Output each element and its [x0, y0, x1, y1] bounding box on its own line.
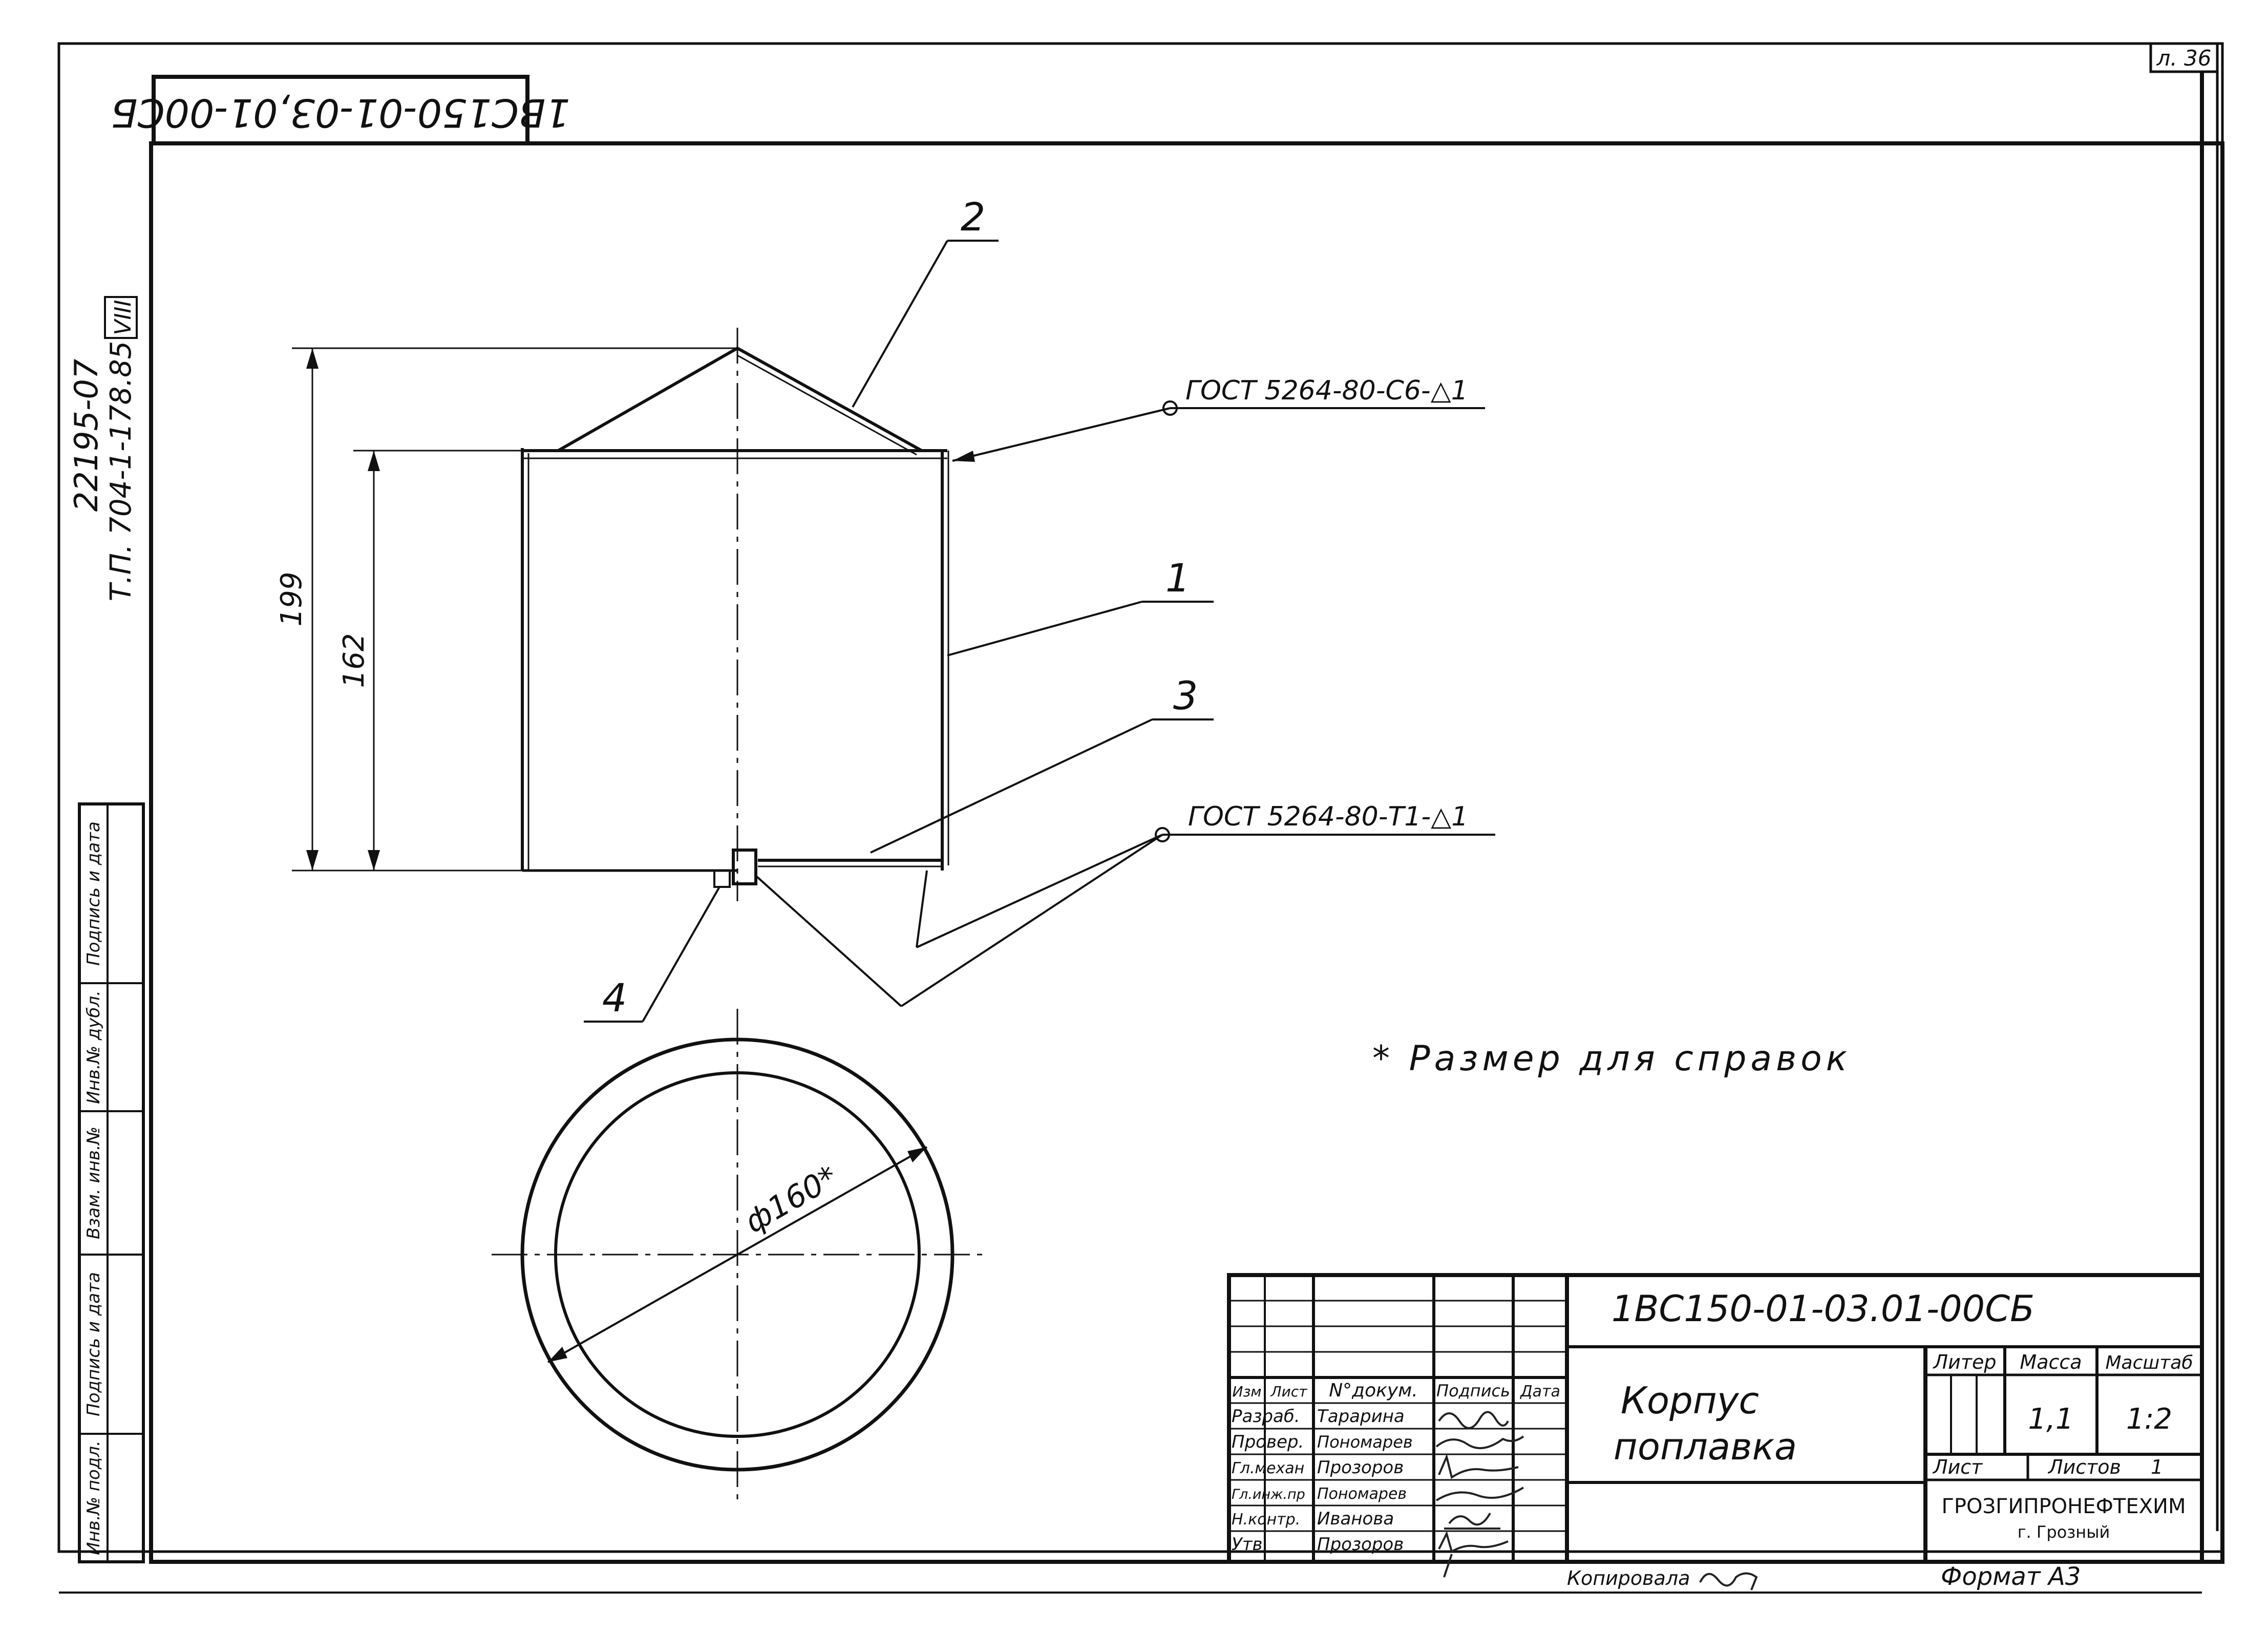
name-chief-engineer: Пономарев: [1317, 1485, 1407, 1503]
side-stamp-label-2: Подпись и дата: [83, 1272, 104, 1416]
left-margin-album: VIII: [110, 300, 136, 335]
scale-label: Масштаб: [2105, 1352, 2193, 1373]
weld-callout-upper-text: ГОСТ 5264-80-С6-△1: [1185, 375, 1468, 406]
part-2-leader: 2: [852, 194, 999, 408]
sheet-label: Лист: [1932, 1456, 1983, 1478]
float-body-front-view: [521, 328, 949, 901]
reference-size-note: * Размер для справок: [1372, 1038, 1851, 1079]
weld-callout-lower: ГОСТ 5264-80-Т1-△1: [756, 801, 1495, 1007]
part-1-leader: 1: [947, 555, 1214, 656]
inner-drawing-frame: [149, 141, 2224, 1564]
part-number-1: 1: [1165, 555, 1190, 601]
sheets-count: 1: [2151, 1456, 2163, 1478]
name-checker: Пономарев: [1317, 1432, 1413, 1452]
header-date: Дата: [1519, 1383, 1560, 1401]
role-chief-engineer: Гл.инж.пр: [1232, 1487, 1305, 1502]
side-stamp: Инв.№ подл. Подпись и дата Взам. инв.№ И…: [78, 802, 145, 1563]
sheet-number-box: [2149, 42, 2219, 73]
part-number-3: 3: [1173, 673, 1198, 718]
drawing-name-line2: поплавка: [1614, 1425, 1797, 1468]
name-chief-mechanic: Прозоров: [1317, 1457, 1404, 1478]
mass-label: Масса: [2020, 1351, 2082, 1373]
left-margin-project-group: Т.П. 704-1-178.85 VIII: [104, 296, 138, 602]
signature-developer: [1438, 1411, 1509, 1429]
role-approved: Утв.: [1232, 1534, 1268, 1555]
role-norm-control: Н.контр.: [1232, 1511, 1300, 1529]
signature-chief-engineer: [1435, 1487, 1524, 1501]
mass-value: 1,1: [2028, 1403, 2073, 1436]
signature-norm-control: [1444, 1512, 1500, 1530]
name-developer: Тарарина: [1317, 1406, 1405, 1427]
dimension-199-label: 199: [275, 572, 308, 627]
part-number-2: 2: [961, 194, 985, 240]
signature-approved: [1438, 1531, 1509, 1578]
format-label: Формат А3: [1941, 1562, 2081, 1591]
side-stamp-label-4: Инв.№ дубл.: [83, 990, 104, 1104]
drawing-name-line1: Корпус: [1621, 1379, 1759, 1422]
side-stamp-label-5: Подпись и дата: [83, 821, 104, 966]
part-3-leader: 3: [870, 673, 1214, 854]
sheet-number: л. 36: [2156, 46, 2212, 71]
title-block: Изм Лист N°докум. Подпись Дата Разраб. Т…: [1227, 1273, 2204, 1578]
side-stamp-label-3: Взам. инв.№: [83, 1127, 104, 1239]
sheets-label: Листов: [2047, 1456, 2121, 1478]
header-izm: Изм: [1233, 1383, 1262, 1400]
side-stamp-label-1: Инв.№ подл.: [83, 1440, 104, 1555]
role-developer: Разраб.: [1232, 1406, 1300, 1427]
role-checker: Провер.: [1232, 1432, 1304, 1452]
name-norm-control: Иванова: [1317, 1509, 1394, 1529]
left-margin-project: Т.П. 704-1-178.85: [104, 341, 138, 602]
header-list: Лист: [1270, 1383, 1308, 1400]
float-body-top-view: ф160*: [492, 1009, 983, 1500]
left-margin-code: 22195-07: [68, 359, 105, 512]
organization-name: ГРОЗГИПРОНЕФТЕХИМ: [1942, 1495, 2186, 1518]
drawing-code-rotated: 1ВС150-01-03,01-00СБ: [111, 90, 570, 136]
organization-city: г. Грозный: [2018, 1522, 2110, 1542]
dimension-total-height: 199: [275, 347, 737, 872]
role-chief-mechanic: Гл.механ: [1232, 1459, 1304, 1477]
album-box: [104, 296, 138, 339]
drawing-designation: 1ВС150-01-03.01-00СБ: [1612, 1288, 2034, 1330]
liter-label: Литер: [1933, 1351, 1997, 1373]
diameter-label: ф160*: [739, 1159, 844, 1240]
signature-checker: [1435, 1435, 1524, 1449]
signature-chief-mechanic: [1438, 1453, 1519, 1479]
scale-value: 1:2: [2126, 1403, 2172, 1436]
dimension-162-label: 162: [337, 633, 371, 688]
header-signature: Подпись: [1436, 1381, 1510, 1401]
weld-callout-upper: ГОСТ 5264-80-С6-△1: [952, 375, 1485, 462]
header-doc-no: N°докум.: [1329, 1380, 1418, 1401]
copied-by-signature: [1699, 1572, 1758, 1590]
part-4-leader: 4: [584, 886, 720, 1023]
name-approved: Прозоров: [1317, 1534, 1404, 1555]
weld-callout-lower-text: ГОСТ 5264-80-Т1-△1: [1188, 801, 1468, 832]
copied-by-label: Копировала: [1567, 1567, 1690, 1589]
rotated-code-box: [152, 75, 529, 145]
part-number-4: 4: [602, 975, 627, 1021]
dimension-body-height: 162: [337, 450, 522, 871]
